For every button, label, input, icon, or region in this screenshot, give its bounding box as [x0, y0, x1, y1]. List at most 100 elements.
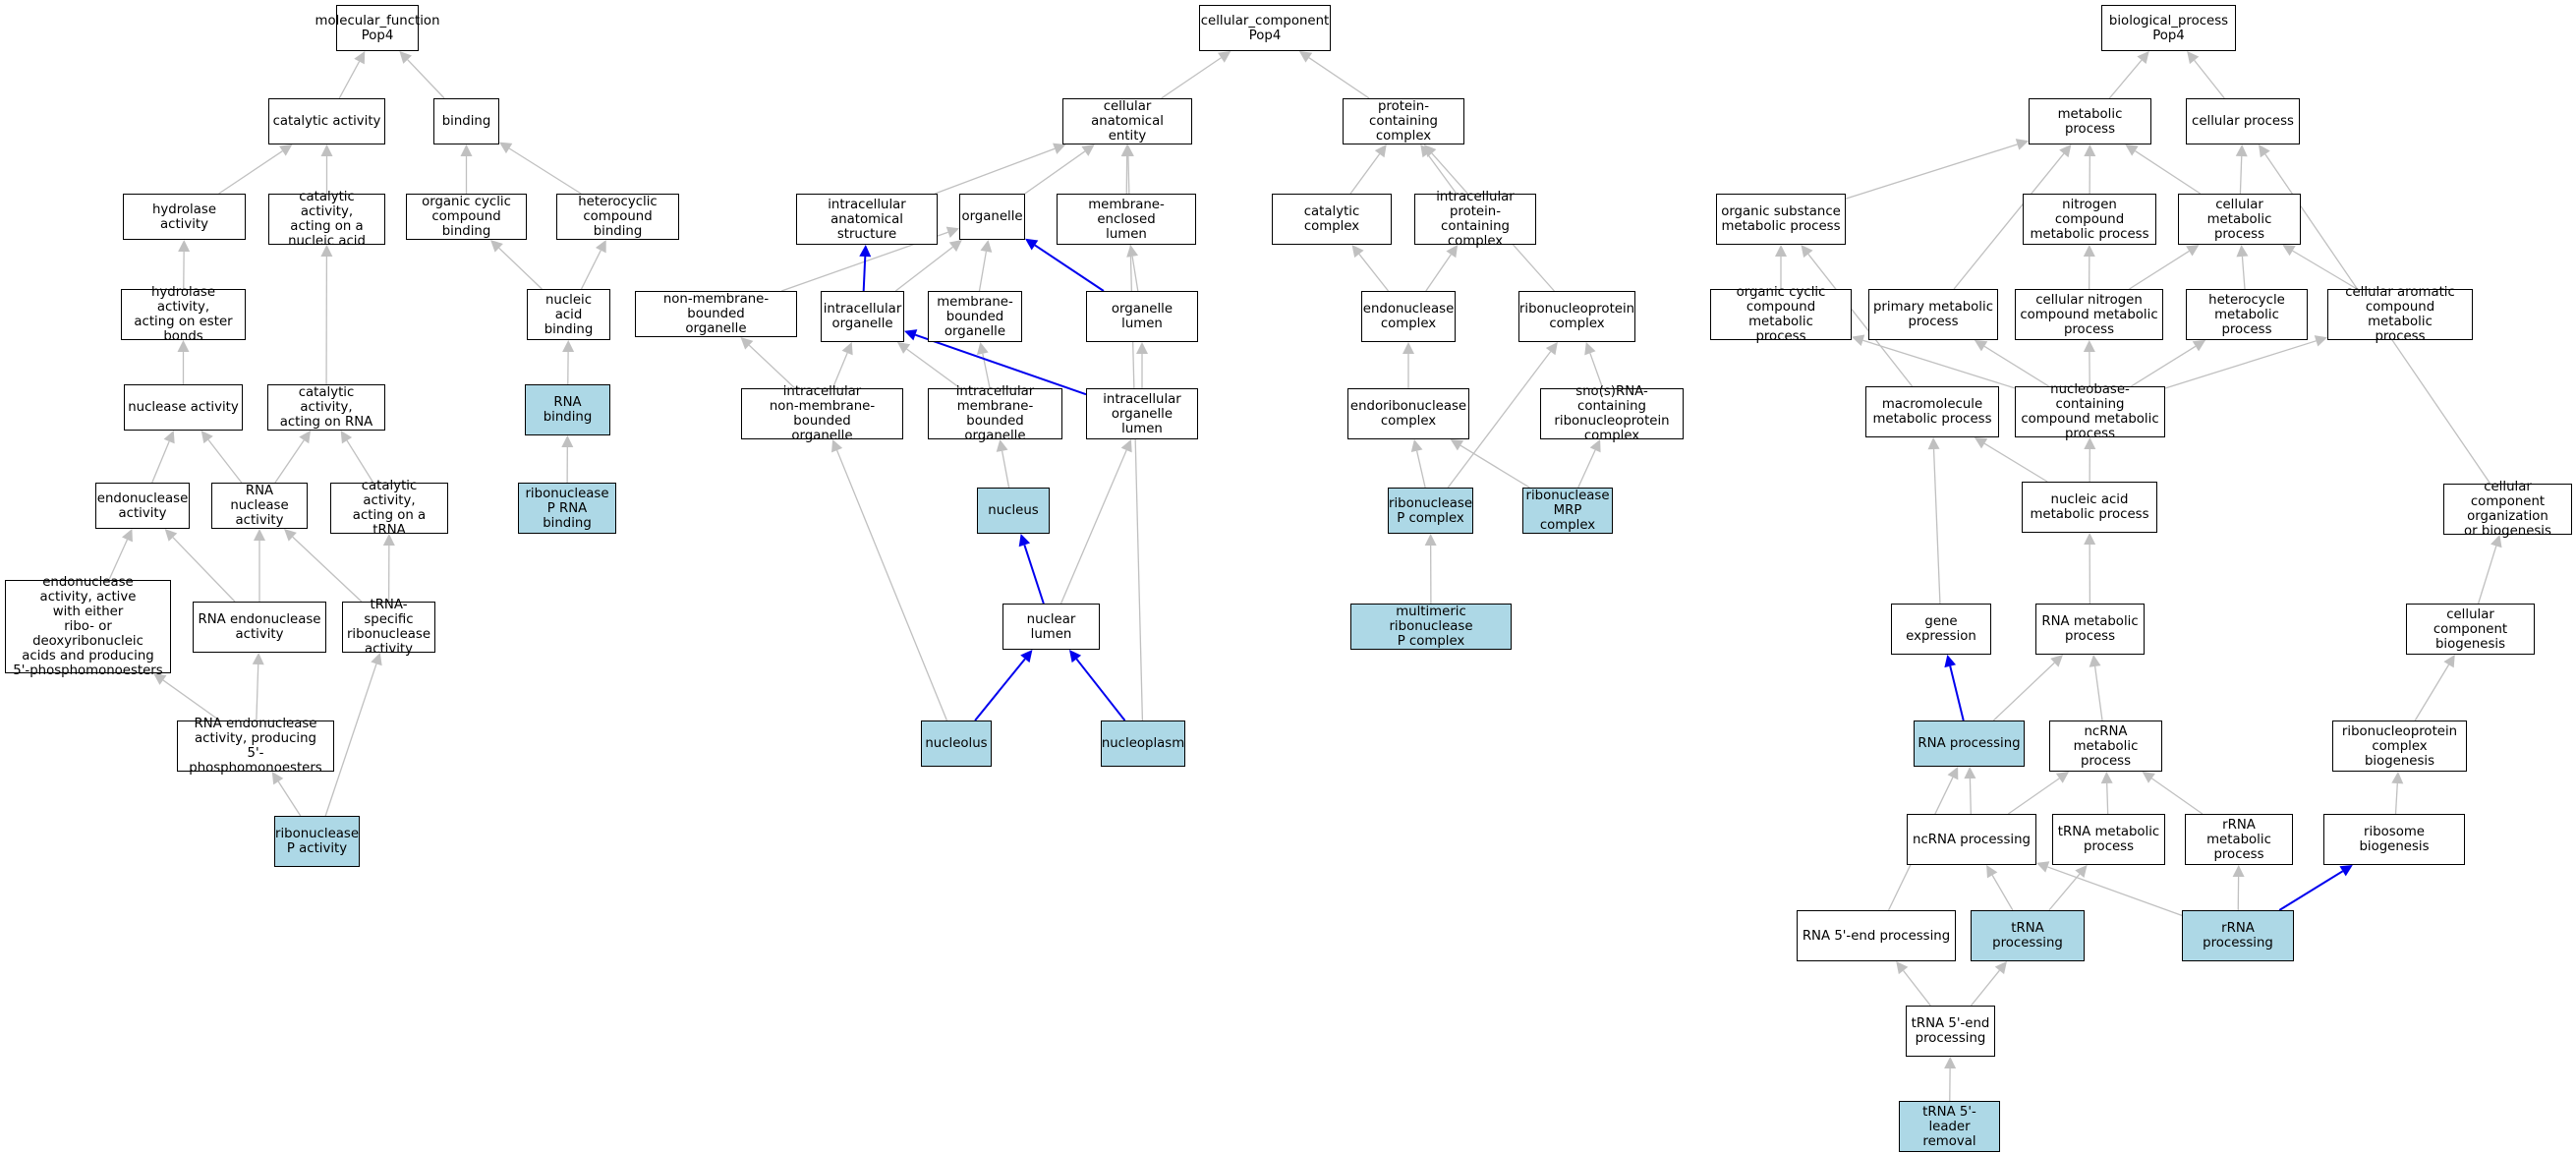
- node-organic-cyclic-compound-metabolic-process[interactable]: organic cyclic compound metabolic proces…: [1710, 285, 1852, 344]
- node-membrane-bounded-organelle[interactable]: membrane-bounded organelle: [928, 291, 1022, 342]
- node-endonuclease-complex[interactable]: endonuclease complex: [1361, 291, 1456, 342]
- arrowhead-nbcmp-to-pmp: [1974, 340, 1988, 352]
- edge-rna_proc-to-gene_expr: [1949, 665, 1965, 721]
- node-nucleolus[interactable]: nucleolus: [921, 721, 992, 767]
- node-cellular-metabolic-process[interactable]: cellular metabolic process: [2178, 194, 2301, 245]
- node-cellular-component-biogenesis[interactable]: cellular component biogenesis: [2406, 604, 2535, 655]
- node-rrna-processing[interactable]: rRNA processing: [2182, 910, 2294, 961]
- node-ribonucleoprotein-complex[interactable]: ribonucleoprotein complex: [1518, 291, 1635, 342]
- node-hydrolase-ester-bonds[interactable]: hydrolase activity, acting on ester bond…: [121, 285, 246, 344]
- edge-nucleolus-to-inmbo: [835, 449, 948, 721]
- node-nitrogen-compound-metabolic-process[interactable]: nitrogen compound metabolic process: [2023, 194, 2156, 245]
- node-trna-metabolic-process[interactable]: tRNA metabolic process: [2052, 814, 2165, 865]
- node-organic-cyclic-compound-binding[interactable]: organic cyclic compound binding: [406, 194, 527, 240]
- node-non-membrane-bounded-organelle[interactable]: non-membrane-bounded organelle: [635, 291, 797, 337]
- edge-rna_endo_5p-to-endo_either: [162, 679, 220, 721]
- node-rrna-metabolic-process[interactable]: rRNA metabolic process: [2185, 814, 2293, 865]
- node-cellular-process[interactable]: cellular process: [2186, 98, 2300, 144]
- node-heterocycle-metabolic-process[interactable]: heterocycle metabolic process: [2186, 289, 2308, 340]
- arrowhead-rrna_proc-to-ncrna_proc: [2036, 861, 2050, 873]
- edge-mrp_complex-to-snorna_complex: [1577, 449, 1596, 489]
- arrowhead-ncrna_proc-to-rna_proc: [1964, 767, 1976, 779]
- node-protein-containing-complex[interactable]: protein-containing complex: [1343, 98, 1464, 144]
- edge-snorna_complex-to-rnp_complex: [1589, 353, 1604, 389]
- arrowhead-nmbo-to-organelle: [945, 226, 959, 238]
- node-nucleic-acid-binding[interactable]: nucleic acid binding: [527, 289, 610, 340]
- node-macromolecule-metabolic-process[interactable]: macromolecule metabolic process: [1865, 386, 1999, 437]
- node-heterocyclic-compound-binding[interactable]: heterocyclic compound binding: [556, 194, 679, 240]
- node-cellular-nitrogen-compound-metabolic-process[interactable]: cellular nitrogen compound metabolic pro…: [2015, 289, 2163, 340]
- edge-trna5p-to-trna_proc: [1971, 969, 2000, 1007]
- arrowhead-rnasep_rna_bind-to-rna_binding: [561, 435, 574, 448]
- edge-rna_proc-to-rnamp: [1992, 662, 2055, 721]
- node-primary-metabolic-process[interactable]: primary metabolic process: [1868, 289, 1998, 340]
- node-multimeric-ribonuclease-p-complex[interactable]: multimeric ribonuclease P complex: [1350, 604, 1512, 650]
- node-organelle[interactable]: organelle: [959, 194, 1025, 240]
- node-nucleus[interactable]: nucleus: [977, 488, 1050, 534]
- edge-metabolic-to-bp: [2108, 59, 2143, 99]
- arrowhead-trna_proc-to-trnamp: [2075, 865, 2088, 879]
- node-intracellular-anatomical-structure[interactable]: intracellular anatomical structure: [796, 194, 938, 245]
- node-cellular-aromatic-compound-metabolic-process[interactable]: cellular aromatic compound metabolic pro…: [2327, 285, 2473, 344]
- edge-trna_proc-to-trnamp: [2048, 873, 2081, 911]
- node-organelle-lumen[interactable]: organelle lumen: [1086, 291, 1198, 342]
- node-organic-substance-metabolic-process[interactable]: organic substance metabolic process: [1716, 194, 1846, 245]
- edge-nbcmp-to-pmp: [1983, 345, 2049, 387]
- node-trna-5p-leader-removal[interactable]: tRNA 5'-leader removal: [1899, 1101, 2000, 1152]
- node-catalytic-activity-nucleic-acid[interactable]: catalytic activity, acting on a nucleic …: [268, 190, 385, 249]
- node-hydrolase-activity[interactable]: hydrolase activity: [123, 194, 246, 240]
- node-catalytic-complex[interactable]: catalytic complex: [1272, 194, 1392, 245]
- node-rna-binding[interactable]: RNA binding: [525, 384, 610, 435]
- node-intracellular-organelle[interactable]: intracellular organelle: [821, 291, 904, 342]
- node-nucleobase-containing-compound-metabolic-process[interactable]: nucleobase-containing compound metabolic…: [2015, 382, 2165, 441]
- node-membrane-enclosed-lumen[interactable]: membrane-enclosed lumen: [1057, 194, 1196, 245]
- node-ribonuclease-mrp-complex[interactable]: ribonuclease MRP complex: [1522, 488, 1613, 534]
- node-catalytic-activity[interactable]: catalytic activity: [268, 98, 385, 144]
- edge-cncmp-to-cmp: [2129, 250, 2190, 290]
- node-ribosome-biogenesis[interactable]: ribosome biogenesis: [2323, 814, 2465, 865]
- node-gene-expression[interactable]: gene expression: [1891, 604, 1991, 655]
- arrowhead-imbo-to-mbo: [976, 342, 989, 355]
- node-snorna-ribonucleoprotein-complex[interactable]: sno(s)RNA-containing ribonucleoprotein c…: [1540, 384, 1684, 443]
- edge-ias-to-cae: [935, 147, 1056, 195]
- node-rna-metabolic-process[interactable]: RNA metabolic process: [2035, 604, 2145, 655]
- node-catalytic-activity-rna[interactable]: catalytic activity, acting on RNA: [267, 384, 385, 431]
- arrowhead-ias-to-cae: [1053, 143, 1066, 154]
- edge-endo_either-to-endonuclease: [108, 539, 129, 581]
- node-rna-endonuclease-5p[interactable]: RNA endonuclease activity, producing 5'-…: [177, 717, 334, 776]
- node-nuclease-activity[interactable]: nuclease activity: [124, 384, 243, 431]
- node-ribonuclease-p-complex[interactable]: ribonuclease P complex: [1388, 488, 1473, 534]
- node-intracellular-organelle-lumen[interactable]: intracellular organelle lumen: [1086, 388, 1198, 439]
- node-rna-nuclease-activity[interactable]: RNA nuclease activity: [211, 483, 308, 529]
- node-trna-processing[interactable]: tRNA processing: [1971, 910, 2085, 961]
- node-nuclear-lumen[interactable]: nuclear lumen: [1002, 604, 1100, 650]
- arrowhead-catalytic-to-mf: [354, 51, 366, 65]
- node-molecular-function[interactable]: molecular_function Pop4: [315, 5, 440, 51]
- node-nucleic-acid-metabolic-process[interactable]: nucleic acid metabolic process: [2022, 482, 2157, 533]
- node-ribonucleoprotein-complex-biogenesis[interactable]: ribonucleoprotein complex biogenesis: [2332, 721, 2467, 772]
- node-rna-processing[interactable]: RNA processing: [1914, 721, 2025, 767]
- node-biological-process[interactable]: biological_process Pop4: [2101, 5, 2236, 51]
- node-ribonuclease-p-rna-binding[interactable]: ribonuclease P RNA binding: [518, 483, 616, 534]
- node-nucleoplasm[interactable]: nucleoplasm: [1101, 721, 1185, 767]
- node-ncrna-metabolic-process[interactable]: ncRNA metabolic process: [2049, 721, 2162, 772]
- node-ribonuclease-p-activity[interactable]: ribonuclease P activity: [274, 816, 360, 867]
- node-cellular-component[interactable]: cellular_component Pop4: [1199, 5, 1331, 51]
- node-endonuclease-activity[interactable]: endonuclease activity: [95, 483, 190, 529]
- node-trna-specific-ribonuclease[interactable]: tRNA-specific ribonuclease activity: [342, 598, 435, 657]
- node-intracellular-membrane-bounded-organelle[interactable]: intracellular membrane-bounded organelle: [928, 384, 1062, 443]
- node-endonuclease-ribo-deoxyribo[interactable]: endonuclease activity, active with eithe…: [5, 575, 171, 678]
- node-endoribonuclease-complex[interactable]: endoribonuclease complex: [1347, 388, 1469, 439]
- node-intracellular-non-membrane-bounded-organelle[interactable]: intracellular non-membrane-bounded organ…: [741, 384, 903, 443]
- node-trna-5p-end-processing[interactable]: tRNA 5'-end processing: [1906, 1006, 1995, 1057]
- node-catalytic-activity-trna[interactable]: catalytic activity, acting on a tRNA: [330, 479, 448, 538]
- arrowhead-mmp-to-osmp: [1801, 245, 1813, 259]
- node-cellular-anatomical-entity[interactable]: cellular anatomical entity: [1062, 98, 1192, 144]
- node-metabolic-process[interactable]: metabolic process: [2029, 98, 2151, 144]
- node-rna-endonuclease-activity[interactable]: RNA endonuclease activity: [193, 602, 326, 653]
- node-ncrna-processing[interactable]: ncRNA processing: [1907, 814, 2036, 865]
- node-cellular-component-organization-or-biogenesis[interactable]: cellular component organization or bioge…: [2443, 480, 2572, 539]
- node-intracellular-protein-containing-complex[interactable]: intracellular protein-containing complex: [1414, 190, 1536, 249]
- node-binding[interactable]: binding: [433, 98, 499, 144]
- node-rna-5p-end-processing[interactable]: RNA 5'-end processing: [1797, 910, 1956, 961]
